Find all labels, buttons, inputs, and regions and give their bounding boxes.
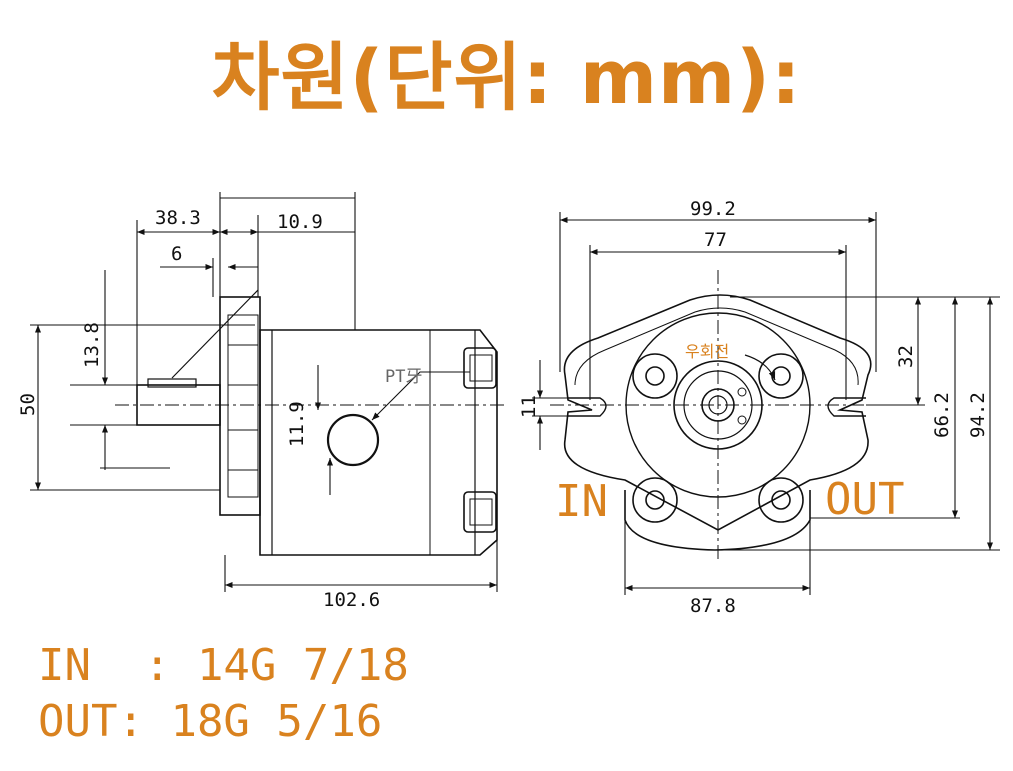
dim-87-8: 87.8 xyxy=(690,595,736,617)
dim-10-9: 10.9 xyxy=(277,211,323,233)
dim-11: 11 xyxy=(518,395,540,418)
dim-11-9: 11.9 xyxy=(286,401,308,447)
dim-50: 50 xyxy=(17,393,39,416)
rear-body-outline xyxy=(624,490,811,551)
side-dimensions xyxy=(30,192,498,592)
inlet-port-circle xyxy=(326,413,380,467)
spec-in-line: IN : 14G 7/18 xyxy=(38,640,409,691)
dim-99-2: 99.2 xyxy=(690,198,736,220)
flange-inner xyxy=(227,314,259,498)
dim-77: 77 xyxy=(704,229,727,251)
mount-slot-right xyxy=(827,397,866,417)
out-port-label: OUT xyxy=(825,474,904,525)
spec-out-line: OUT: 18G 5/16 xyxy=(38,696,383,747)
dim-38-3: 38.3 xyxy=(155,207,201,229)
flange-outline xyxy=(563,294,872,531)
bolt-top-right xyxy=(758,353,804,399)
dim-94-2: 94.2 xyxy=(967,392,989,438)
thread-label: PT牙 xyxy=(385,367,422,387)
bolt-bottom-right xyxy=(758,477,804,523)
bolt-bottom-left xyxy=(632,477,678,523)
side-view xyxy=(115,289,505,556)
rotation-label: 우회전 xyxy=(685,342,729,361)
mount-slot-left xyxy=(568,397,607,417)
rear-bolt-bottom xyxy=(463,491,497,533)
page-title: 차원(단위: mm): xyxy=(211,35,802,121)
front-view xyxy=(550,270,890,560)
rear-bolt-top xyxy=(463,347,497,389)
shaft-key xyxy=(147,378,197,388)
dim-102-6: 102.6 xyxy=(323,589,380,611)
front-dimensions xyxy=(532,212,1000,595)
in-port-label: IN xyxy=(555,476,608,527)
flange-plate xyxy=(219,296,261,516)
bolt-top-left xyxy=(632,353,678,399)
dim-32: 32 xyxy=(895,345,917,368)
dim-6: 6 xyxy=(171,243,182,265)
dim-13-8: 13.8 xyxy=(81,322,103,368)
dim-66-2: 66.2 xyxy=(931,392,953,438)
